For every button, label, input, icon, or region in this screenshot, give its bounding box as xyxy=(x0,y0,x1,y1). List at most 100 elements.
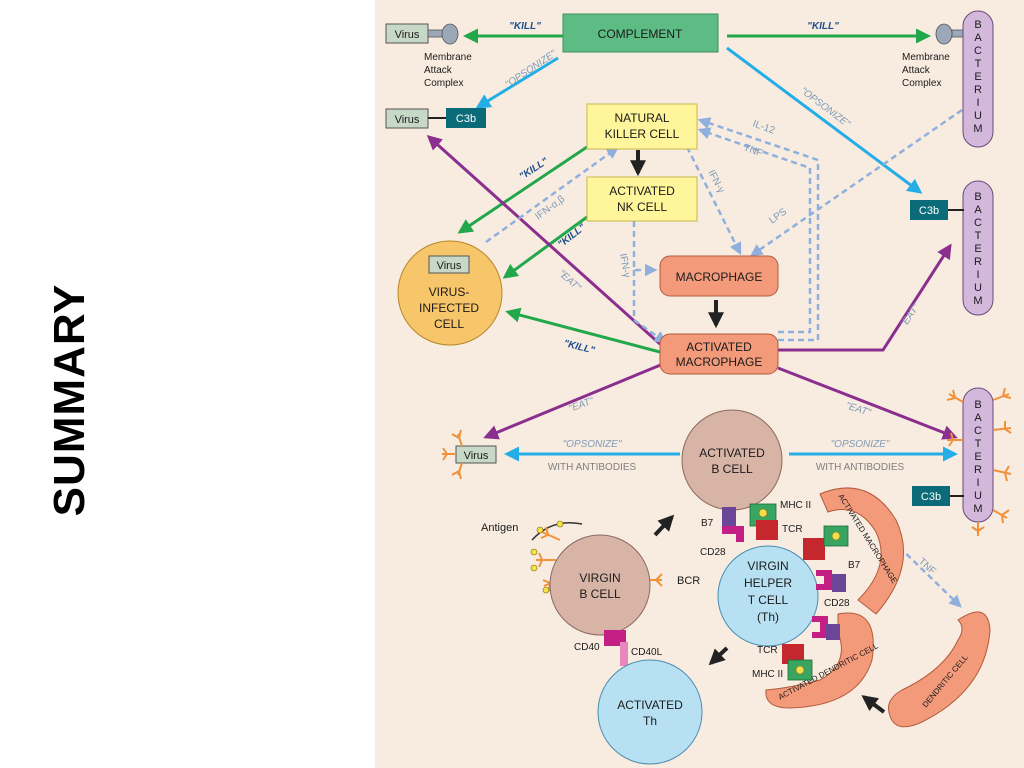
activated-b-cell xyxy=(681,409,783,511)
kill-label-2: "KILL" xyxy=(807,21,839,32)
tcr-right xyxy=(803,538,825,560)
kill-arrow-activated-nk-infected xyxy=(502,215,588,279)
macrophage-tcell-synapse xyxy=(803,525,849,592)
antibody-labels: WITH ANTIBODIES WITH ANTIBODIES xyxy=(548,462,905,473)
c3b-box-left xyxy=(446,108,486,128)
cd28-label-top: CD28 xyxy=(700,547,726,558)
virgin-helper-t-cell xyxy=(717,545,819,647)
tcr-top xyxy=(756,520,778,540)
bacterium-3-letter-8: U xyxy=(974,490,982,502)
virus-infected-cell xyxy=(397,240,503,346)
activated-macrophage-arc xyxy=(819,487,905,615)
dashed-arrow-ifnab xyxy=(485,146,620,244)
dashed-arrow-ifng-activated-nk xyxy=(632,221,658,277)
mac-head-right xyxy=(935,23,953,45)
mac-left-line-1: Membrane xyxy=(424,52,472,63)
bacterium-3-letter-7: I xyxy=(976,477,979,489)
virgin-t-line-4: (Th) xyxy=(757,610,779,624)
bacterium-2-letter-7: I xyxy=(976,269,979,281)
bacterium-1-letters: B A C T E R I U M xyxy=(973,19,982,135)
macrophage-label: MACROPHAGE xyxy=(676,270,763,284)
kill-label-1: "KILL" xyxy=(509,21,541,32)
membrane-attack-label-left: Membrane Attack Complex xyxy=(424,52,472,89)
bacterium-3-letter-3: C xyxy=(974,425,982,437)
mac-right-line-1: Membrane xyxy=(902,52,950,63)
natural-killer-box xyxy=(586,103,698,150)
bcr-label: BCR xyxy=(677,575,700,587)
slide-title: SUMMARY xyxy=(45,283,94,517)
cd28-bottom xyxy=(812,616,828,638)
bacterium-2: B A C T E R I U M xyxy=(962,180,994,316)
virgin-t-line-3: T CELL xyxy=(748,593,789,607)
bacterium-1-letter-7: I xyxy=(976,97,979,109)
progress-arrow-to-bcell xyxy=(653,514,675,537)
mac-stem-left xyxy=(427,29,445,38)
activated-nk-box xyxy=(586,176,698,222)
b7-label-top: B7 xyxy=(701,518,714,529)
opsonize-label-4: "OPSONIZE" xyxy=(831,439,890,450)
progress-arrow-to-th xyxy=(708,646,729,666)
virus-label-top: Virus xyxy=(395,29,420,41)
eat-arrow-macrophage-bacterium-bottom xyxy=(777,366,958,440)
dashed-arrow-lps xyxy=(749,108,963,257)
opsonize-label-3: "OPSONIZE" xyxy=(563,439,622,450)
bcr-receptor xyxy=(650,573,663,587)
mhc2-label-bottom: MHC II xyxy=(752,669,783,680)
antigen-peptide-right xyxy=(831,531,841,541)
virgin-b-line-1: VIRGIN xyxy=(579,571,620,585)
virus-label-antibodies: Virus xyxy=(464,450,489,462)
activated-dendritic-arc xyxy=(765,612,874,709)
cd40l-ligand xyxy=(620,642,628,666)
virus-infected-line-3: CELL xyxy=(434,317,464,331)
antigen-peptide-top xyxy=(758,508,768,518)
ifng-label-2: IFN-γ xyxy=(617,253,632,279)
opsonize-arrow-complement-bacterium xyxy=(726,46,923,194)
virus-box-infected xyxy=(428,255,470,274)
c3b-label-bacterium-2: C3b xyxy=(919,205,939,217)
activated-macrophage-line-1: ACTIVATED xyxy=(686,340,752,354)
antigen-antibodies xyxy=(536,526,563,592)
activated-macrophage-line-2: MACROPHAGE xyxy=(676,355,763,369)
bacterium-2-letter-2: A xyxy=(974,204,982,216)
virgin-b-line-2: B CELL xyxy=(579,587,621,601)
progress-arrow-dendritic xyxy=(861,695,886,714)
bacterium-2-letter-6: R xyxy=(974,256,982,268)
b7-bottom xyxy=(826,624,840,640)
virus-infected-line-1: VIRUS- xyxy=(429,285,470,299)
c3b-box-bacterium-3 xyxy=(912,486,950,506)
mac-head-left xyxy=(441,23,459,45)
eat-arrow-macrophage-virus-bottom xyxy=(483,362,664,440)
activated-b-line-2: B CELL xyxy=(711,462,753,476)
tcr-label-bottom: TCR xyxy=(757,645,778,656)
dendritic-tcell-synapse xyxy=(782,616,840,681)
tcr-label-top: TCR xyxy=(782,524,803,535)
cd40l-label: CD40L xyxy=(631,647,663,658)
cd28-label-right: CD28 xyxy=(824,598,850,609)
bacterium-3-letter-5: E xyxy=(974,451,981,463)
eat-arrow-macrophage-virus xyxy=(426,134,662,346)
natural-killer-line-2: KILLER CELL xyxy=(605,127,680,141)
activated-nk-line-2: NK CELL xyxy=(617,200,667,214)
activated-th-cell xyxy=(597,659,703,765)
bacterium-2-letter-1: B xyxy=(974,191,981,203)
dashed-arrow-il12 xyxy=(697,117,820,342)
bacterium-3-letter-2: A xyxy=(974,412,982,424)
dashed-arrow-tnf xyxy=(697,127,812,334)
tcr-bottom xyxy=(782,644,804,664)
activated-b-line-1: ACTIVATED xyxy=(699,446,765,460)
b7-right xyxy=(832,574,846,592)
bacterium-2-letter-5: E xyxy=(974,243,981,255)
antigen-particles xyxy=(530,520,564,594)
c3b-label-left: C3b xyxy=(456,113,476,125)
mac-left-line-2: Attack xyxy=(424,65,453,76)
virgin-b-cell xyxy=(549,534,651,636)
virus-label-infected: Virus xyxy=(437,260,462,272)
bacterium-3-letter-1: B xyxy=(974,399,981,411)
activated-th-line-2: Th xyxy=(643,714,657,728)
antigen-peptide-bottom xyxy=(795,665,805,675)
virus-antibodies xyxy=(442,429,463,480)
bacterium-1-letter-2: A xyxy=(974,32,982,44)
bacterium-2-letter-8: U xyxy=(974,282,982,294)
mac-right-line-3: Complex xyxy=(902,78,941,89)
immune-summary-diagram: "KILL" "KILL" "OPSONIZE" "OPSONIZE" "KIL… xyxy=(375,0,1024,768)
